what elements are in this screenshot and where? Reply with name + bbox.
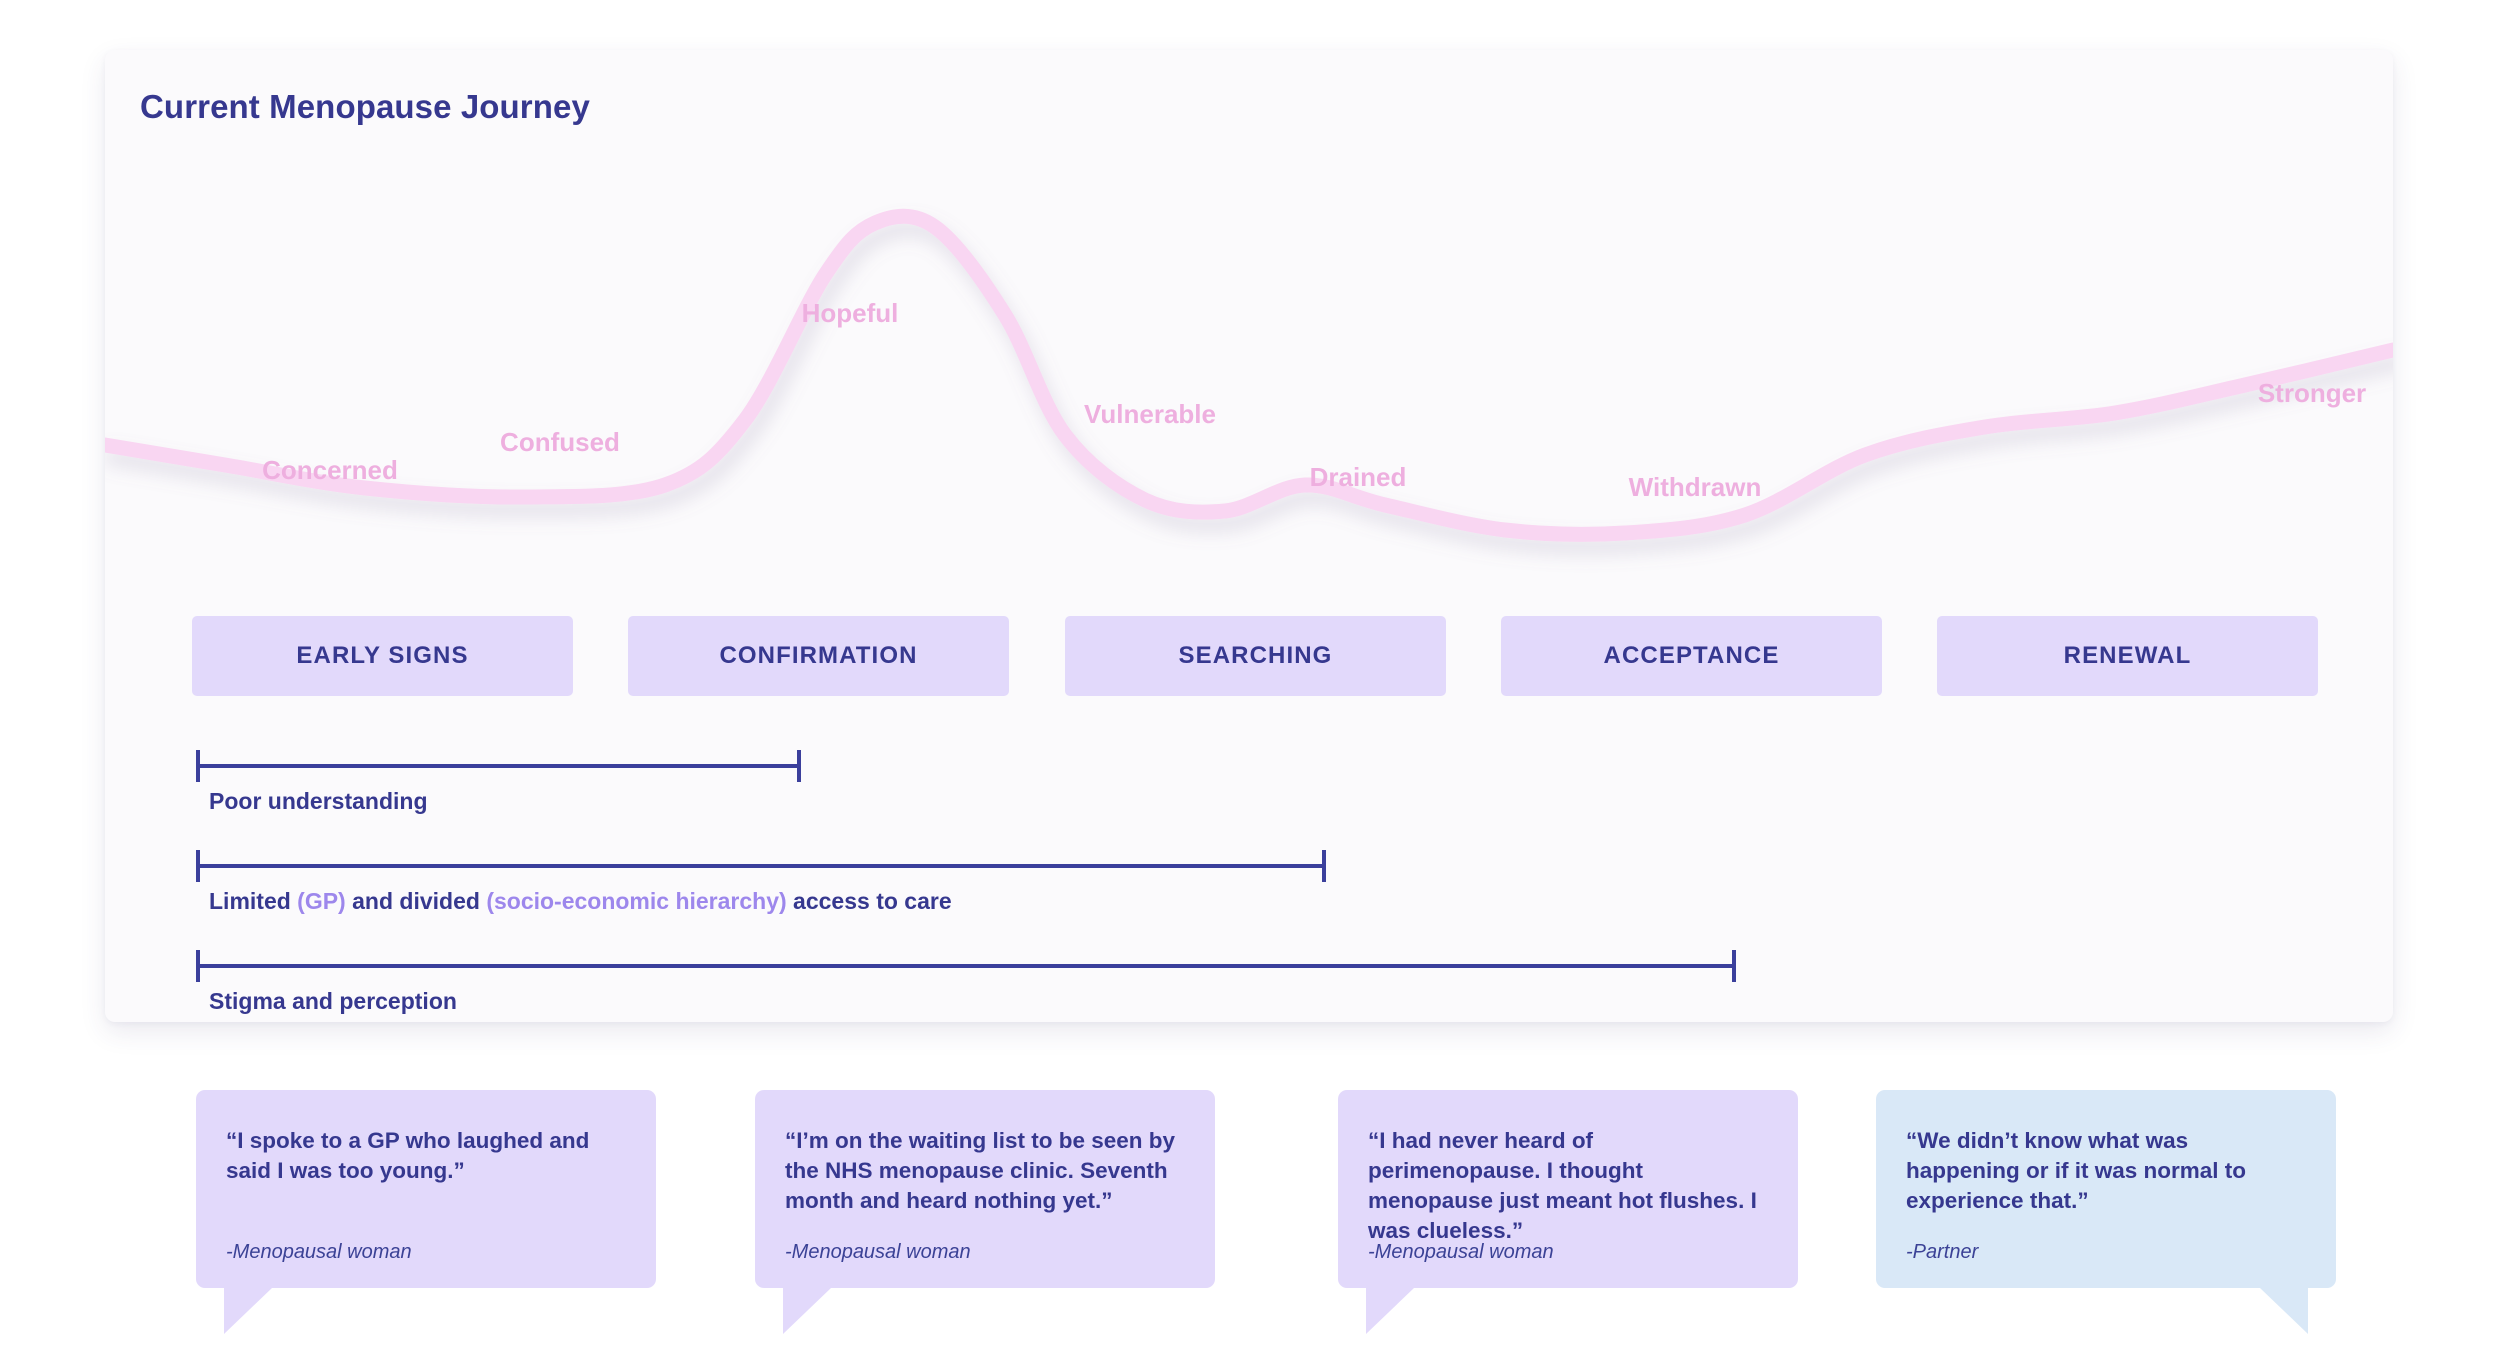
phase-chip-label: SEARCHING [1178, 642, 1333, 669]
span-label: Stigma and perception [209, 988, 457, 1015]
span-label-qualifier: (socio-economic hierarchy) [486, 888, 787, 914]
page-title: Current Menopause Journey [140, 88, 590, 125]
quote-text: “I’m on the waiting list to be seen by t… [785, 1128, 1176, 1213]
span-label-text: Poor understanding [209, 788, 428, 814]
phase-chip-searching[interactable]: SEARCHING [1065, 616, 1446, 696]
quote-card: “We didn’t know what was happening or if… [1876, 1090, 2336, 1334]
span-label-qualifier: (GP) [297, 888, 346, 914]
emotion-label: Stronger [2257, 378, 2367, 408]
quote-card: “I spoke to a GP who laughed and said I … [196, 1090, 656, 1334]
quote-text: “I had never heard of perimenopause. I t… [1368, 1128, 1757, 1243]
emotion-label: Drained [1309, 462, 1407, 492]
span-bracket-line [196, 764, 801, 768]
phase-chip-renewal[interactable]: RENEWAL [1937, 616, 2318, 696]
quote-tail [2260, 1288, 2308, 1334]
phase-chip-label: EARLY SIGNS [296, 642, 469, 669]
emotion-label: Concerned [262, 455, 398, 485]
phase-chip-label: ACCEPTANCE [1603, 642, 1780, 669]
span-bracket [196, 750, 801, 782]
span-bracket-cap-left [196, 850, 200, 882]
span-label-text: Limited [209, 888, 298, 914]
span-bracket-cap-left [196, 750, 200, 782]
phase-chip-early-signs[interactable]: EARLY SIGNS [192, 616, 573, 696]
quote-attribution: -Menopausal woman [1368, 1241, 1554, 1263]
phase-chip-confirmation[interactable]: CONFIRMATION [628, 616, 1009, 696]
quote-card: “I’m on the waiting list to be seen by t… [755, 1090, 1215, 1334]
emotion-label: Hopeful [801, 298, 899, 328]
phase-chip-label: RENEWAL [2063, 642, 2192, 669]
quote-tail [783, 1288, 831, 1334]
span-bracket-line [196, 964, 1736, 968]
emotion-label: Vulnerable [1084, 399, 1216, 429]
span-bracket-line [196, 864, 1326, 868]
emotion-label: Confused [500, 427, 620, 457]
quote-attribution: -Menopausal woman [785, 1241, 971, 1263]
span-bracket-cap-right [1732, 950, 1736, 982]
span-row: Poor understanding [105, 750, 2393, 830]
span-bracket [196, 950, 1736, 982]
span-bracket-cap-right [1322, 850, 1326, 882]
span-label: Poor understanding [209, 788, 428, 815]
span-label: Limited (GP) and divided (socio-economic… [209, 888, 952, 915]
journey-panel: Current Menopause Journey Concerned Confu… [105, 50, 2393, 1022]
span-label-text: and divided [345, 888, 487, 914]
quote-text: “We didn’t know what was happening or if… [1906, 1128, 2247, 1213]
span-row: Limited (GP) and divided (socio-economic… [105, 850, 2393, 930]
phase-chip-row: EARLY SIGNS CONFIRMATION SEARCHING ACCEPTAN… [105, 616, 2393, 696]
span-label-text: Stigma and perception [209, 988, 457, 1014]
quote-attribution: -Partner [1906, 1241, 1979, 1263]
quote-card: “I had never heard of perimenopause. I t… [1338, 1090, 1798, 1334]
emotion-curve-line [105, 208, 2393, 542]
emotion-label: Withdrawn [1628, 472, 1762, 502]
phase-chip-label: CONFIRMATION [719, 642, 918, 669]
span-bracket-cap-right [797, 750, 801, 782]
quote-card-row: “I spoke to a GP who laughed and said I … [0, 1090, 2500, 1371]
emotion-curve-chart [105, 208, 2393, 542]
span-label-text: access to care [786, 888, 952, 914]
quote-tail [1366, 1288, 1414, 1334]
quote-text: “I spoke to a GP who laughed and said I … [226, 1128, 590, 1183]
phase-chip-acceptance[interactable]: ACCEPTANCE [1501, 616, 1882, 696]
span-row: Stigma and perception [105, 950, 2393, 1022]
span-bracket-cap-left [196, 950, 200, 982]
quote-attribution: -Menopausal woman [226, 1241, 412, 1263]
quote-tail [224, 1288, 272, 1334]
span-bracket [196, 850, 1326, 882]
